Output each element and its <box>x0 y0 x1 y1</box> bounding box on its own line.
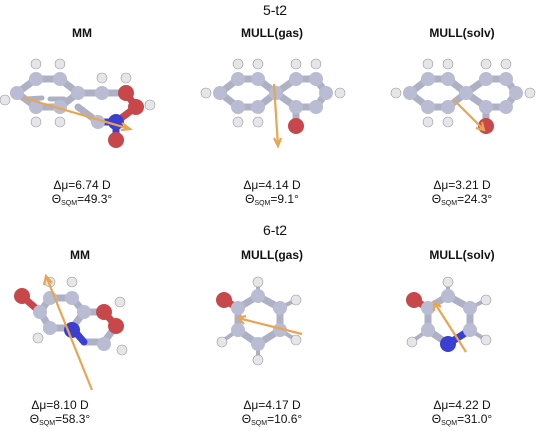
delta-mu: Δμ=6.74 D <box>53 178 111 192</box>
method-label: MULL(solv) <box>429 248 495 262</box>
section-title-5t2: 5-t2 <box>262 2 288 18</box>
method-label: MULL(solv) <box>429 26 495 40</box>
theta-sqm: ΘSQM=9.1° <box>245 192 299 207</box>
molecule-5t2-mull-gas <box>200 58 346 149</box>
theta-sqm: ΘSQM=58.3° <box>29 412 91 427</box>
theta-sqm: ΘSQM=24.3° <box>431 192 493 207</box>
delta-mu: Δμ=4.22 D <box>433 398 491 412</box>
delta-mu: Δμ=4.17 D <box>243 398 301 412</box>
atoms <box>0 58 156 148</box>
dipole-arrow <box>23 96 133 132</box>
method-label: MM <box>72 26 92 40</box>
theta-sqm: ΘSQM=31.0° <box>431 412 493 427</box>
theta-sqm: ΘSQM=49.3° <box>51 192 113 207</box>
method-label: MULL(gas) <box>241 26 303 40</box>
delta-mu: Δμ=3.21 D <box>433 178 491 192</box>
method-label: MM <box>70 248 90 262</box>
delta-mu: Δμ=8.10 D <box>31 398 89 412</box>
delta-mu: Δμ=4.14 D <box>243 178 301 192</box>
method-label: MULL(gas) <box>241 248 303 262</box>
molecule-6t2-mull-solv <box>406 276 492 353</box>
molecule-6t2-mm <box>14 273 128 391</box>
section-title-6t2: 6-t2 <box>262 222 288 238</box>
molecule-6t2-mull-gas <box>216 276 303 366</box>
molecule-5t2-mull-solv <box>390 58 536 134</box>
theta-sqm: ΘSQM=10.6° <box>241 412 303 427</box>
molecule-5t2-mm <box>0 58 156 148</box>
